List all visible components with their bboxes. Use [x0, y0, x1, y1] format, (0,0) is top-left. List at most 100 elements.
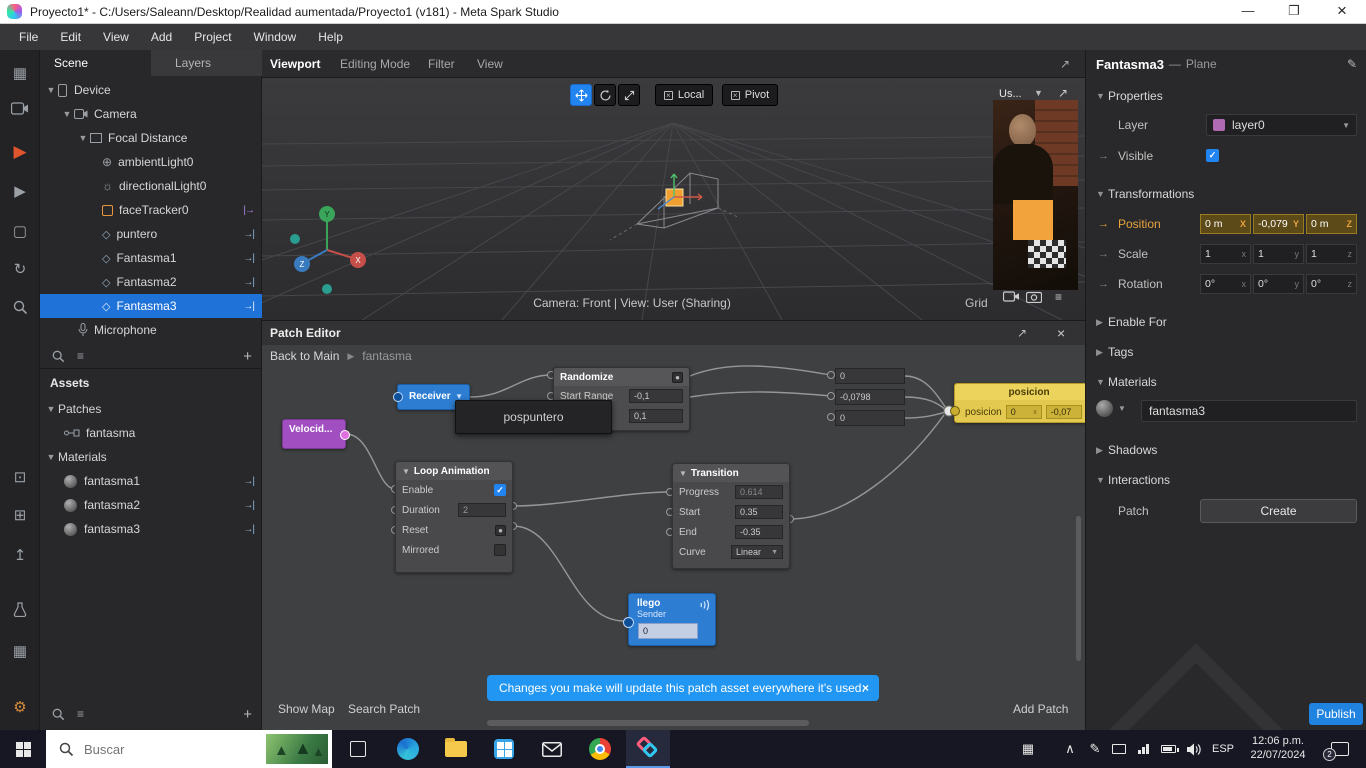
export-icon[interactable]: ↥	[0, 546, 40, 564]
scene-item-device[interactable]: ▼ Device	[40, 78, 262, 102]
taskbar-search[interactable]: ▲ ▲ ▲	[46, 730, 332, 768]
output-port[interactable]	[340, 430, 350, 440]
material-sphere-dropdown[interactable]: ▼	[1096, 400, 1126, 417]
layout-panels-icon[interactable]: ▦	[0, 64, 40, 82]
section-shadows[interactable]: ▶Shadows	[1086, 440, 1366, 460]
add-asset-button[interactable]: +	[243, 706, 252, 723]
rotation-y-field[interactable]: 0°y	[1253, 274, 1304, 294]
filter-icon[interactable]: ≡	[77, 349, 84, 363]
section-tags[interactable]: ▶Tags	[1086, 342, 1366, 362]
search-tool-icon[interactable]	[0, 300, 40, 315]
asset-item-material-fantasma2[interactable]: fantasma2 →|	[40, 493, 262, 517]
visible-checkbox[interactable]: ✓	[1206, 149, 1219, 162]
patchable-arrow-icon[interactable]: →	[1098, 278, 1109, 290]
video-record-icon[interactable]	[0, 102, 40, 115]
task-view-button[interactable]	[338, 730, 378, 768]
menu-project[interactable]: Project	[183, 30, 242, 44]
section-properties[interactable]: ▼Properties	[1086, 86, 1366, 106]
taskbar-app-mail[interactable]	[530, 730, 574, 768]
asset-item-fantasma-patch[interactable]: fantasma	[40, 421, 262, 445]
scene-item-microphone[interactable]: Microphone	[40, 318, 262, 342]
taskbar-app-chrome[interactable]	[578, 730, 622, 768]
posicion-value-y-field[interactable]: -0,0798	[835, 389, 905, 405]
duration-field[interactable]: 2	[458, 503, 506, 517]
scene-item-puntero[interactable]: ◇ puntero →|	[40, 222, 262, 246]
pulse-button[interactable]: ●	[672, 372, 683, 383]
camera-source-select[interactable]: Us...	[999, 88, 1022, 100]
tray-language[interactable]: ESP	[1208, 730, 1238, 768]
minimize-button[interactable]: —	[1233, 3, 1263, 18]
maximize-button[interactable]: ❐	[1279, 3, 1309, 19]
camera-view-icon[interactable]	[1003, 290, 1020, 303]
taskbar-app-explorer[interactable]	[434, 730, 478, 768]
progress-field[interactable]: 0.614	[735, 485, 783, 499]
tab-view[interactable]: View	[477, 50, 503, 78]
pivot-toggle-button[interactable]: ×Pivot	[722, 84, 778, 106]
caret-down-icon[interactable]: ▼	[60, 109, 74, 119]
input-port[interactable]	[950, 406, 960, 416]
filter-icon[interactable]: ≡	[77, 707, 84, 721]
add-scene-object-button[interactable]: +	[243, 348, 252, 365]
show-map-button[interactable]: Show Map	[278, 702, 335, 716]
stop-icon[interactable]: ▢	[0, 222, 40, 240]
patch-node-llego-sender[interactable]: llego Sender 0	[628, 593, 716, 646]
patch-node-velocidad[interactable]: Velocid...	[282, 419, 346, 449]
start-field[interactable]: 0.35	[735, 505, 783, 519]
viewport-menu-icon[interactable]: ≡	[1055, 290, 1062, 304]
start-range-min-field[interactable]: -0,1	[629, 389, 683, 403]
sender-value-field[interactable]: 0	[638, 623, 698, 639]
mirrored-checkbox[interactable]	[494, 544, 506, 556]
menu-file[interactable]: File	[8, 30, 49, 44]
tray-chevron-up-icon[interactable]: ∧	[1060, 730, 1080, 768]
search-input[interactable]	[84, 742, 234, 757]
patchable-arrow-icon[interactable]: →	[1098, 248, 1109, 260]
mirror-device-icon[interactable]: ▶	[0, 142, 40, 162]
position-y-field[interactable]: -0,079Y	[1253, 214, 1304, 234]
menu-help[interactable]: Help	[307, 30, 354, 44]
layer-dropdown[interactable]: layer0 ▼	[1206, 114, 1357, 136]
section-enable-for[interactable]: ▶Enable For	[1086, 312, 1366, 332]
scene-item-facetracker[interactable]: faceTracker0 |→	[40, 198, 262, 222]
tab-filter[interactable]: Filter	[428, 50, 455, 78]
search-icon[interactable]	[52, 708, 65, 721]
scene-item-directionallight[interactable]: ☼ directionalLight0	[40, 174, 262, 198]
patch-node-loop-animation[interactable]: ▼Loop Animation Enable ✓ Duration 2 Rese…	[395, 461, 513, 573]
tray-clock[interactable]: 12:06 p.m. 22/07/2024	[1240, 730, 1316, 768]
patch-node-transition[interactable]: ▼Transition Progress 0.614 Start 0.35 En…	[672, 463, 790, 569]
scale-tool-button[interactable]	[618, 84, 640, 106]
caret-down-icon[interactable]: ▼	[679, 469, 687, 478]
tray-apps-icon[interactable]: ▦	[1016, 730, 1040, 768]
reset-pulse-button[interactable]: ●	[495, 525, 506, 536]
publish-button[interactable]: Publish	[1309, 703, 1363, 725]
search-patch-button[interactable]: Search Patch	[348, 702, 420, 716]
scale-z-field[interactable]: 1z	[1306, 244, 1357, 264]
tray-network-icon[interactable]	[1132, 730, 1154, 768]
material-name-field[interactable]: fantasma3	[1141, 400, 1357, 422]
edit-pencil-icon[interactable]: ✎	[1347, 57, 1357, 71]
close-button[interactable]: ×	[1326, 1, 1358, 21]
test-flask-icon[interactable]	[0, 602, 40, 617]
input-port[interactable]	[393, 392, 403, 402]
scene-item-camera[interactable]: ▼ Camera	[40, 102, 262, 126]
posicion-x-field[interactable]: 0x	[1006, 405, 1042, 419]
tray-speaker-icon[interactable]	[1182, 730, 1206, 768]
input-port[interactable]	[623, 617, 634, 628]
menu-edit[interactable]: Edit	[49, 30, 92, 44]
curve-dropdown[interactable]: Linear▼	[731, 545, 783, 559]
scale-x-field[interactable]: 1x	[1200, 244, 1251, 264]
caret-down-icon[interactable]: ▼	[402, 467, 410, 476]
tab-layers[interactable]: Layers	[151, 50, 262, 76]
blocks-grid-icon[interactable]: ▦	[0, 642, 40, 660]
camera-capture-icon[interactable]	[1026, 290, 1042, 303]
asset-item-material-fantasma1[interactable]: fantasma1 →|	[40, 469, 262, 493]
caret-down-icon[interactable]: ▼	[44, 85, 58, 95]
posicion-value-z-field[interactable]: 0	[835, 410, 905, 426]
menu-view[interactable]: View	[92, 30, 140, 44]
caret-down-icon[interactable]: ▼	[44, 452, 58, 462]
scene-item-fantasma3-selected[interactable]: ◇ Fantasma3 →|	[40, 294, 262, 318]
import-box-icon[interactable]: ⊡	[0, 468, 40, 486]
menu-add[interactable]: Add	[140, 30, 183, 44]
play-preview-icon[interactable]: ▶	[0, 182, 40, 200]
popout-viewport-icon[interactable]: ↗	[1060, 50, 1070, 78]
caret-down-icon[interactable]: ▼	[76, 133, 90, 143]
